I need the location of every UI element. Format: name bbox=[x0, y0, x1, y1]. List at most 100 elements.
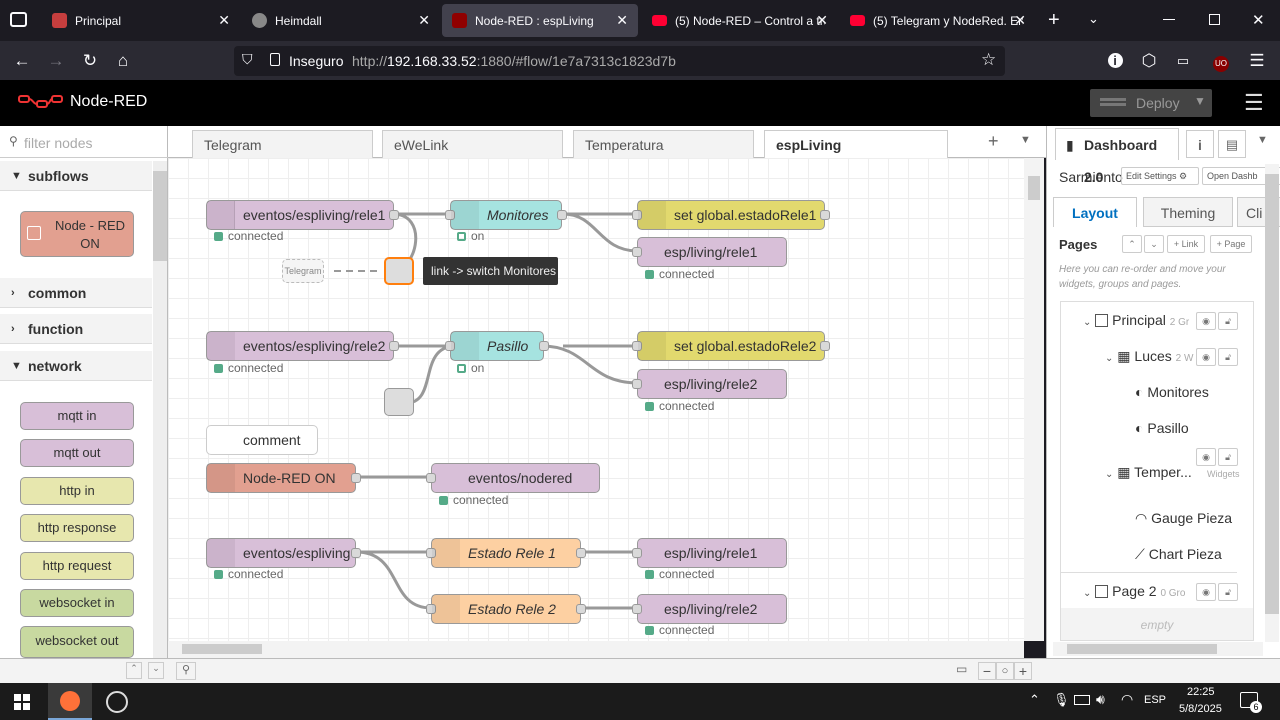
output-port[interactable] bbox=[820, 210, 830, 220]
palette-node-subflow[interactable]: Node - RED ON bbox=[20, 211, 134, 257]
output-port[interactable] bbox=[539, 341, 549, 351]
move-down-button[interactable]: ⌄ bbox=[1144, 235, 1164, 253]
close-tab-icon[interactable]: ✕ bbox=[1014, 12, 1026, 28]
tab-temperatura[interactable]: Temperatura bbox=[573, 130, 754, 158]
clock-date[interactable]: 5/8/2025 bbox=[1179, 703, 1222, 715]
shield-icon[interactable]: ⛉ bbox=[242, 51, 253, 67]
tree-widget-gauge[interactable]: ◠ Gauge Pieza bbox=[1061, 500, 1237, 536]
volume-icon[interactable]: 🔊︎ bbox=[1096, 691, 1105, 707]
search-flows-icon[interactable]: ⚲ bbox=[176, 662, 196, 680]
url-bar[interactable]: ⛉ Inseguro http://192.168.33.52:1880/#fl… bbox=[234, 46, 1005, 76]
browser-tab[interactable]: Principal ✕ bbox=[42, 4, 240, 37]
insecure-lock-icon[interactable] bbox=[270, 53, 280, 66]
palette-node-websocket-out[interactable]: websocket out bbox=[20, 626, 134, 658]
palette-category-subflows[interactable]: ▼subflows bbox=[0, 161, 152, 191]
palette-node-mqtt-in[interactable]: mqtt in bbox=[20, 402, 134, 430]
flow-node-comment[interactable]: comment bbox=[206, 425, 318, 455]
flow-node-change[interactable]: set global.estadoRele2 bbox=[632, 331, 830, 361]
tree-group-luces[interactable]: ⌄ ▦ Luces 2 W ◉🔓︎ bbox=[1061, 338, 1238, 374]
flow-node-mqtt-out[interactable]: esp/living/rele2 bbox=[632, 369, 787, 399]
deploy-button[interactable]: Deploy ▼ bbox=[1090, 89, 1212, 117]
extensions-icon[interactable]: ⬡ bbox=[1141, 51, 1157, 70]
minimize-icon[interactable] bbox=[1163, 19, 1175, 20]
input-port[interactable] bbox=[632, 210, 642, 220]
link-in-ghost-node[interactable]: Telegram bbox=[282, 259, 324, 283]
tab-espliving[interactable]: espLiving bbox=[764, 130, 948, 159]
tree-widget-chart[interactable]: ⟋ Chart Pieza bbox=[1061, 536, 1237, 572]
url-text[interactable]: http://192.168.33.52:1880/#flow/1e7a7313… bbox=[352, 53, 676, 69]
deploy-dropdown-icon[interactable]: ▼ bbox=[1194, 94, 1206, 108]
new-tab-icon[interactable]: + bbox=[1048, 9, 1060, 31]
eye-icon[interactable]: ◉ bbox=[1196, 348, 1216, 366]
flow-node-link-in[interactable] bbox=[384, 388, 414, 416]
flow-node-switch[interactable]: Pasillo bbox=[445, 331, 549, 361]
palette-category-function[interactable]: ›function bbox=[0, 314, 152, 344]
input-port[interactable] bbox=[632, 341, 642, 351]
sidebar-menu-chevron-icon[interactable]: ▼ bbox=[1257, 134, 1268, 146]
flow-node-mqtt-in[interactable]: eventos/espliving/rele1 bbox=[206, 200, 399, 230]
eye-icon[interactable]: ◉ bbox=[1196, 448, 1216, 466]
close-window-icon[interactable]: ✕ bbox=[1252, 12, 1265, 29]
sidebar-scrollbar[interactable] bbox=[1265, 164, 1279, 642]
bookmark-star-icon[interactable]: ☆ bbox=[981, 50, 997, 69]
close-tab-icon[interactable]: ✕ bbox=[616, 12, 628, 28]
palette-category-common[interactable]: ›common bbox=[0, 278, 152, 308]
flow-node-mqtt-out[interactable]: eventos/nodered bbox=[426, 463, 600, 493]
windows-start-icon[interactable] bbox=[14, 694, 30, 710]
obs-taskbar-icon[interactable] bbox=[106, 691, 128, 713]
palette-node-http-request[interactable]: http request bbox=[20, 552, 134, 580]
input-port[interactable] bbox=[426, 473, 436, 483]
output-port[interactable] bbox=[576, 548, 586, 558]
maximize-icon[interactable] bbox=[1209, 14, 1220, 25]
output-port[interactable] bbox=[820, 341, 830, 351]
flow-node-mqtt-out[interactable]: esp/living/rele2 bbox=[632, 594, 787, 624]
close-tab-icon[interactable]: ✕ bbox=[418, 12, 430, 28]
tree-group-temperatura[interactable]: ⌄ ▦ Temper... 2 Widgets ◉🔓︎ bbox=[1061, 448, 1240, 490]
back-arrow-icon[interactable]: ← bbox=[13, 51, 31, 70]
zoom-in-icon[interactable]: + bbox=[1014, 662, 1032, 680]
tab-list-chevron-icon[interactable]: ⌄ bbox=[1088, 11, 1099, 26]
tree-page-principal[interactable]: ⌄ Principal 2 Gr ◉🔓︎ bbox=[1061, 302, 1238, 338]
eye-icon[interactable]: ◉ bbox=[1196, 312, 1216, 330]
flow-node-function[interactable]: Estado Rele 1 bbox=[426, 538, 586, 568]
input-port[interactable] bbox=[426, 604, 436, 614]
collapse-up-icon[interactable]: ⌃ bbox=[126, 662, 142, 679]
map-icon[interactable]: ▭ bbox=[956, 662, 968, 676]
input-port[interactable] bbox=[632, 379, 642, 389]
book-tab-icon[interactable]: ▤ bbox=[1218, 130, 1246, 158]
info-tab-icon[interactable]: i bbox=[1186, 130, 1214, 158]
tab-telegram[interactable]: Telegram bbox=[192, 130, 373, 158]
sidebar-hscroll[interactable] bbox=[1053, 642, 1263, 656]
browser-tab[interactable]: (5) Telegram y NodeRed. Envi ✕ bbox=[840, 4, 1036, 37]
firefox-taskbar-icon[interactable] bbox=[48, 683, 92, 720]
notifications-icon[interactable] bbox=[1240, 692, 1258, 708]
microphone-icon[interactable]: 🎙︎ bbox=[1053, 692, 1070, 707]
battery-icon[interactable] bbox=[1074, 695, 1090, 705]
palette-node-websocket-in[interactable]: websocket in bbox=[20, 589, 134, 617]
output-port[interactable] bbox=[351, 473, 361, 483]
tab-layout[interactable]: Layout bbox=[1053, 197, 1137, 227]
edit-settings-button[interactable]: Edit Settings ⚙ bbox=[1121, 167, 1199, 185]
zoom-out-icon[interactable]: − bbox=[978, 662, 996, 680]
flow-node-mqtt-out[interactable]: esp/living/rele1 bbox=[632, 538, 787, 568]
clock-time[interactable]: 22:25 bbox=[1187, 686, 1215, 698]
palette-node-http-response[interactable]: http response bbox=[20, 514, 134, 542]
collapse-down-icon[interactable]: ⌄ bbox=[148, 662, 164, 679]
tree-widget-monitores[interactable]: ◐ Monitores bbox=[1061, 374, 1237, 410]
add-flow-icon[interactable]: + bbox=[988, 131, 999, 151]
canvas-hscroll[interactable] bbox=[168, 641, 1024, 658]
flow-node-mqtt-in[interactable]: eventos/espliving/rele2 bbox=[206, 331, 399, 361]
output-port[interactable] bbox=[389, 341, 399, 351]
flow-node-mqtt-out[interactable]: esp/living/rele1 bbox=[632, 237, 787, 267]
flow-node-switch[interactable]: Monitores bbox=[445, 200, 567, 230]
palette-node-mqtt-out[interactable]: mqtt out bbox=[20, 439, 134, 467]
home-icon[interactable]: ⌂ bbox=[117, 51, 129, 70]
close-tab-icon[interactable]: ✕ bbox=[218, 12, 230, 28]
flow-node-function[interactable]: Estado Rele 2 bbox=[426, 594, 586, 624]
tray-chevron-icon[interactable]: ⌃ bbox=[1029, 692, 1040, 707]
language-indicator[interactable]: ESP bbox=[1144, 694, 1167, 706]
main-menu-icon[interactable]: ☰ bbox=[1244, 90, 1264, 115]
input-port[interactable] bbox=[426, 548, 436, 558]
zoom-reset-icon[interactable]: ○ bbox=[996, 662, 1014, 680]
tab-overview-icon[interactable] bbox=[10, 12, 27, 27]
